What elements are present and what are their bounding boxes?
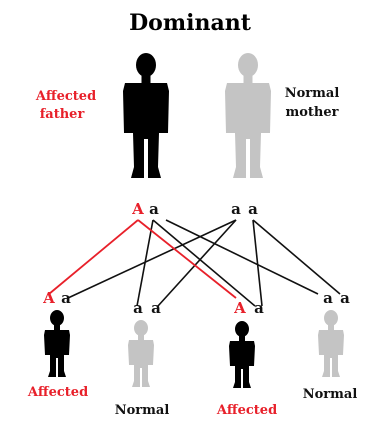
- line-father-a-to-child3: [152, 219, 256, 307]
- affected-father-figure: [123, 53, 169, 178]
- child-1-figure: [44, 310, 70, 377]
- child-4-allele-1: a: [323, 289, 333, 307]
- child-2-allele-1: a: [133, 299, 143, 317]
- father-label-line2: father: [40, 107, 85, 122]
- child-4-label: Normal: [303, 387, 358, 402]
- mother-label: Normal mother: [285, 86, 340, 120]
- normal-mother-figure: [225, 53, 271, 178]
- father-genotype: A a: [131, 200, 159, 218]
- father-label: Affected father: [35, 89, 96, 122]
- diagram-title: Dominant: [129, 10, 252, 36]
- child-3-allele-2: a: [254, 299, 264, 317]
- mother-label-line2: mother: [285, 105, 338, 120]
- child-1-allele-1: A: [42, 289, 55, 307]
- mother-label-line1: Normal: [285, 86, 340, 101]
- child-2: a a Normal: [115, 299, 170, 418]
- child-3-label: Affected: [216, 403, 277, 418]
- line-mother-a1-to-child1: [67, 219, 237, 299]
- line-father-a-to-child4: [165, 219, 319, 295]
- child-2-allele-2: a: [151, 299, 161, 317]
- father-allele-recessive: a: [149, 200, 159, 218]
- line-father-A-to-child3: [137, 219, 237, 299]
- child-2-figure: [128, 320, 154, 387]
- mother-genotype: a a: [231, 200, 258, 218]
- line-mother-a2-to-child3: [252, 219, 263, 307]
- child-3: A a Affected: [216, 299, 277, 418]
- inheritance-lines: [48, 219, 341, 307]
- child-3-allele-1: A: [233, 299, 246, 317]
- child-4: a a Normal: [303, 289, 358, 402]
- father-label-line1: Affected: [35, 89, 96, 104]
- mother-allele-2: a: [248, 200, 258, 218]
- child-1-allele-2: a: [61, 289, 71, 307]
- father-allele-dominant: A: [131, 200, 144, 218]
- child-3-figure: [229, 321, 255, 388]
- line-mother-a1-to-child2: [157, 219, 237, 307]
- child-1-label: Affected: [27, 385, 88, 400]
- child-4-allele-2: a: [340, 289, 350, 307]
- line-father-A-to-child1: [48, 219, 139, 295]
- mother-allele-1: a: [231, 200, 241, 218]
- child-1: A a Affected: [27, 289, 88, 400]
- line-mother-a2-to-child4: [252, 219, 341, 295]
- child-2-label: Normal: [115, 403, 170, 418]
- child-4-figure: [318, 310, 344, 377]
